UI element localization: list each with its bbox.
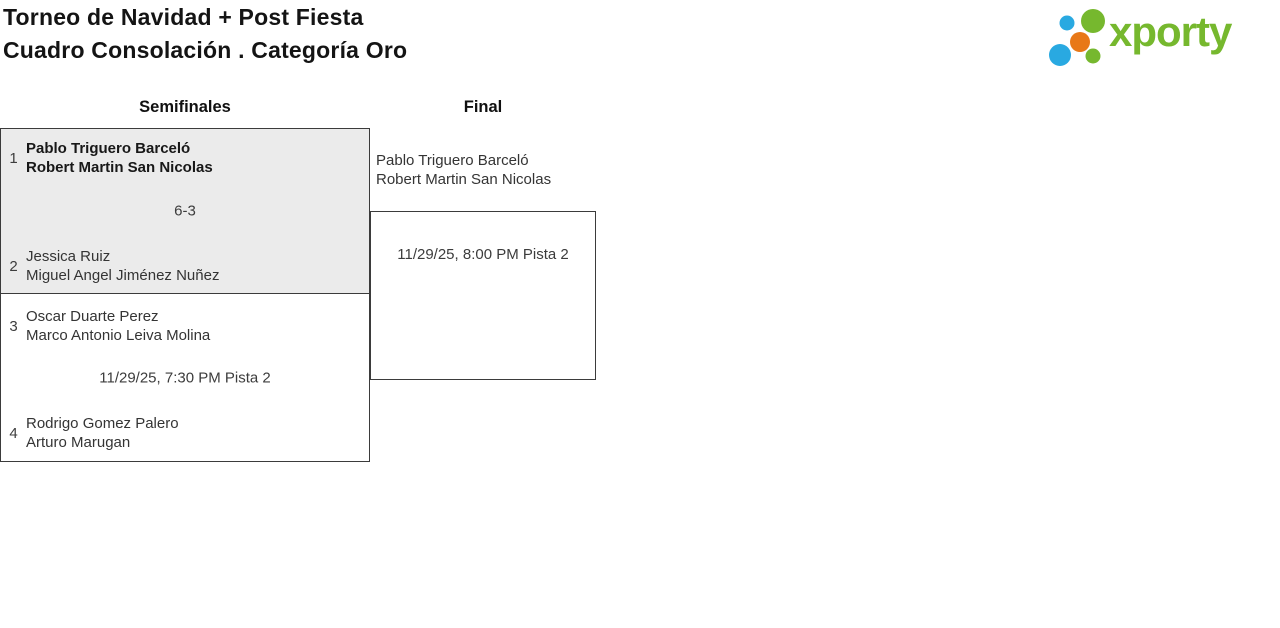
team-players: Jessica Ruiz Miguel Angel Jiménez Nuñez bbox=[26, 247, 219, 285]
team-slot-seed-2: 2 Jessica Ruiz Miguel Angel Jiménez Nuñe… bbox=[1, 247, 369, 285]
seed-number: 2 bbox=[9, 257, 18, 275]
match-schedule: 11/29/25, 8:00 PM Pista 2 bbox=[397, 246, 569, 263]
team-players: Pablo Triguero Barceló Robert Martin San… bbox=[26, 139, 213, 177]
logo-wordmark: xporty bbox=[1109, 8, 1232, 55]
seed-number: 3 bbox=[9, 317, 18, 335]
player-name: Marco Antonio Leiva Molina bbox=[26, 327, 211, 344]
team-players: Rodrigo Gomez Palero Arturo Marugan bbox=[26, 414, 179, 452]
match-box-final[interactable]: 11/29/25, 8:00 PM Pista 2 bbox=[370, 211, 596, 380]
tournament-title: Torneo de Navidad + Post Fiesta bbox=[3, 4, 364, 30]
seed-number: 4 bbox=[9, 424, 18, 442]
bracket-subtitle: Cuadro Consolación . Categoría Oro bbox=[3, 37, 408, 63]
team-slot-seed-1: 1 Pablo Triguero Barceló Robert Martin S… bbox=[1, 139, 369, 177]
player-name: Pablo Triguero Barceló bbox=[26, 140, 191, 157]
finalist-team: Pablo Triguero Barceló Robert Martin San… bbox=[376, 151, 551, 189]
player-name: Robert Martin San Nicolas bbox=[26, 159, 213, 176]
player-name: Pablo Triguero Barceló bbox=[376, 152, 529, 169]
match-score: 6-3 bbox=[174, 202, 196, 220]
page-title: Torneo de Navidad + Post Fiesta Cuadro C… bbox=[3, 1, 407, 67]
player-name: Jessica Ruiz bbox=[26, 248, 111, 265]
team-players: Oscar Duarte Perez Marco Antonio Leiva M… bbox=[26, 307, 210, 345]
round-header-semifinales: Semifinales bbox=[139, 98, 231, 116]
match-schedule: 11/29/25, 7:30 PM Pista 2 bbox=[99, 369, 271, 386]
match-box-semifinal-2[interactable]: 3 Oscar Duarte Perez Marco Antonio Leiva… bbox=[0, 293, 370, 462]
team-slot-seed-4: 4 Rodrigo Gomez Palero Arturo Marugan bbox=[1, 414, 369, 452]
player-name: Miguel Angel Jiménez Nuñez bbox=[26, 267, 220, 284]
xporty-logo[interactable]: xporty bbox=[1045, 0, 1280, 70]
round-header-final: Final bbox=[463, 98, 503, 116]
xporty-dots-icon bbox=[1049, 9, 1105, 66]
seed-number: 1 bbox=[9, 149, 18, 167]
team-slot-seed-3: 3 Oscar Duarte Perez Marco Antonio Leiva… bbox=[1, 307, 369, 345]
match-box-semifinal-1[interactable]: 1 Pablo Triguero Barceló Robert Martin S… bbox=[0, 128, 370, 294]
player-name: Oscar Duarte Perez bbox=[26, 308, 159, 325]
player-name: Rodrigo Gomez Palero bbox=[26, 415, 179, 432]
player-name: Robert Martin San Nicolas bbox=[376, 171, 552, 188]
player-name: Arturo Marugan bbox=[26, 434, 131, 451]
